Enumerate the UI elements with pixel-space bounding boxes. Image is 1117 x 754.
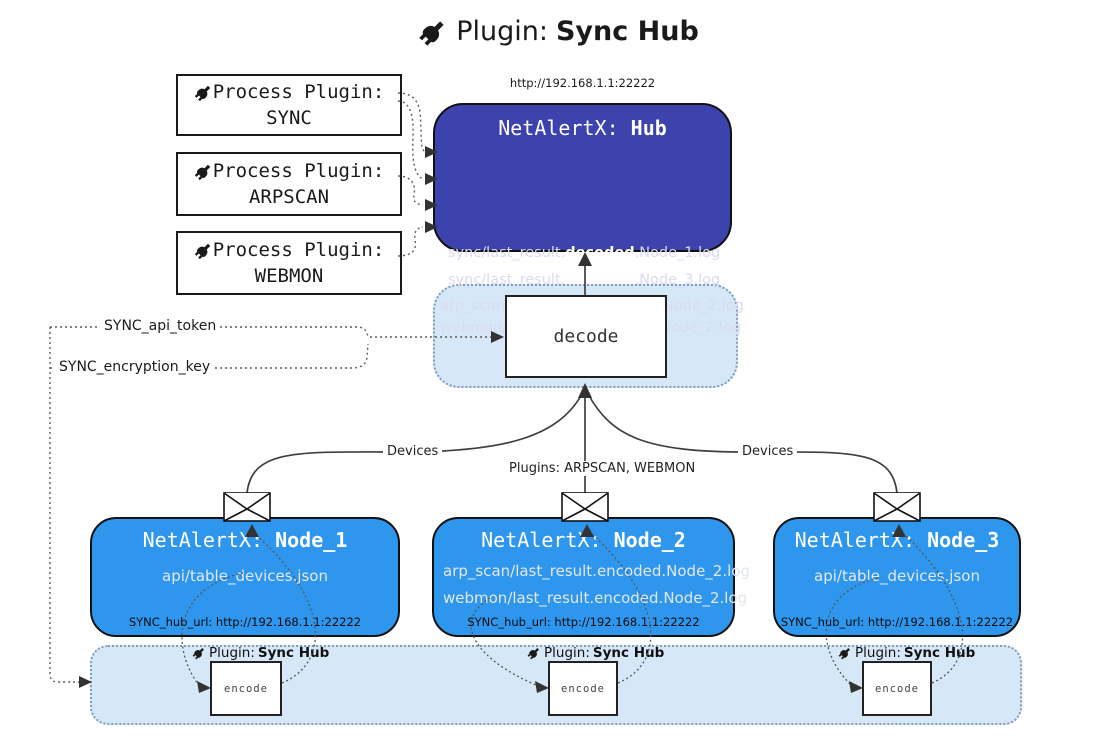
process-plugin-name: SYNC	[266, 107, 312, 129]
hub-log-line: sync/last_result.decoded.Node_3.log	[448, 272, 721, 288]
devices-label-right: Devices	[738, 444, 798, 459]
page-title-bold: Sync Hub	[555, 16, 699, 47]
band-plugin-label: Plugin:Sync Hub	[838, 645, 975, 661]
encode-box-node1: encode	[210, 661, 282, 716]
process-plugin-label: Process Plugin:	[212, 81, 385, 103]
node-hub-url: SYNC_hub_url: http://192.168.1.1:22222	[780, 615, 1014, 629]
node-file: api/table_devices.json	[814, 567, 980, 585]
hub-url-label: http://192.168.1.1:22222	[509, 76, 656, 90]
node-file: arp_scan/last_result.encoded.Node_2.log	[443, 562, 750, 580]
process-plugin-sync: Process Plugin: SYNC	[176, 74, 402, 136]
plugins-edge-label: Plugins: ARPSCAN, WEBMON	[505, 461, 700, 476]
process-plugin-name: ARPSCAN	[248, 186, 330, 208]
band-plugin-label: Plugin:Sync Hub	[192, 645, 329, 661]
node-hub-url: SYNC_hub_url: http://192.168.1.1:22222	[128, 615, 362, 629]
node-hub-url: SYNC_hub_url: http://192.168.1.1:22222	[467, 615, 700, 629]
page-title: Plugin: Sync Hub	[0, 16, 1117, 47]
process-plugin-name: WEBMON	[254, 265, 324, 287]
sync-encryption-key-label: SYNC_encryption_key	[55, 359, 215, 375]
node-file: webmon/last_result.encoded.Node_2.log	[443, 589, 748, 607]
plug-icon	[527, 646, 541, 660]
process-plugin-label: Process Plugin:	[212, 160, 385, 182]
encode-box-node2: encode	[548, 661, 618, 716]
plug-icon	[194, 162, 213, 181]
node-title: NetAlertX: Node_2	[481, 528, 686, 552]
band-plugin-label: Plugin:Sync Hub	[527, 645, 664, 661]
decode-box: decode	[505, 295, 667, 378]
plug-icon	[194, 241, 213, 260]
plug-icon	[192, 646, 206, 660]
sync-api-token-label: SYNC_api_token	[100, 318, 221, 334]
node-2-box: NetAlertX: Node_2 arp_scan/last_result.e…	[432, 517, 750, 637]
encode-box-node3: encode	[862, 661, 932, 716]
process-plugin-label: Process Plugin:	[212, 239, 385, 261]
node-file: api/table_devices.json	[162, 567, 328, 585]
plug-icon	[418, 17, 448, 47]
node-title: NetAlertX: Node_1	[142, 528, 348, 552]
hub-box: NetAlertX: Hub sync/last_result.decoded.…	[433, 103, 744, 336]
node-3-box: NetAlertX: Node_3 api/table_devices.json…	[773, 517, 1021, 637]
plug-icon	[838, 646, 852, 660]
hub-title: NetAlertX: Hub	[498, 116, 667, 140]
devices-label-left: Devices	[383, 444, 443, 459]
plug-icon	[194, 83, 213, 102]
process-plugin-webmon: Process Plugin: WEBMON	[176, 231, 402, 295]
node-1-box: NetAlertX: Node_1 api/table_devices.json…	[90, 517, 400, 637]
hub-log-line: sync/last_result.decoded.Node_1.log	[448, 245, 721, 261]
page-title-label: Plugin:	[456, 16, 548, 47]
process-plugin-arpscan: Process Plugin: ARPSCAN	[176, 152, 402, 216]
node-title: NetAlertX: Node_3	[794, 528, 1000, 552]
